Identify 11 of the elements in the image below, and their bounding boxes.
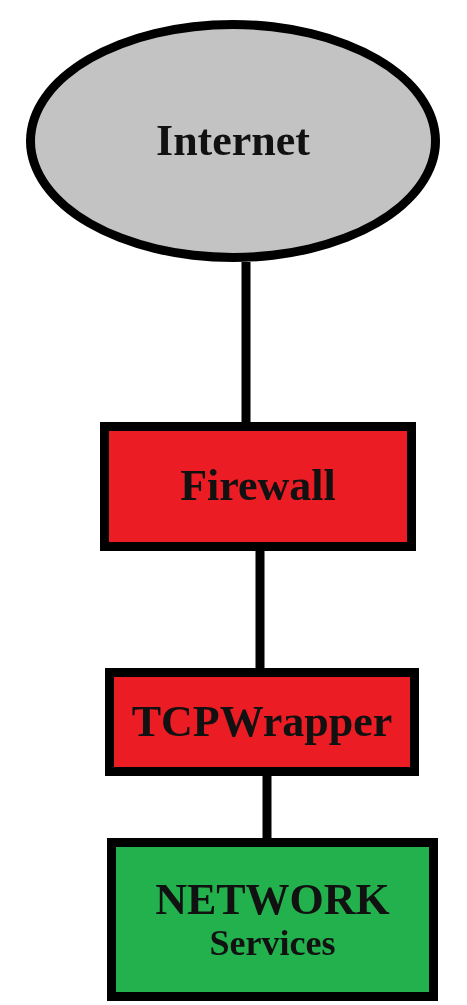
- connector-line: [262, 776, 272, 838]
- node-label: NETWORK: [155, 875, 390, 924]
- node-label: Firewall: [180, 462, 336, 511]
- connector-line: [255, 551, 265, 668]
- process-box: [105, 668, 419, 776]
- process-box: [100, 422, 416, 551]
- node-label: Internet: [156, 116, 310, 166]
- node-label: TCPWrapper: [131, 697, 393, 747]
- process-box: [107, 838, 438, 1001]
- node-label: Services: [209, 923, 336, 964]
- connector-line: [241, 262, 251, 422]
